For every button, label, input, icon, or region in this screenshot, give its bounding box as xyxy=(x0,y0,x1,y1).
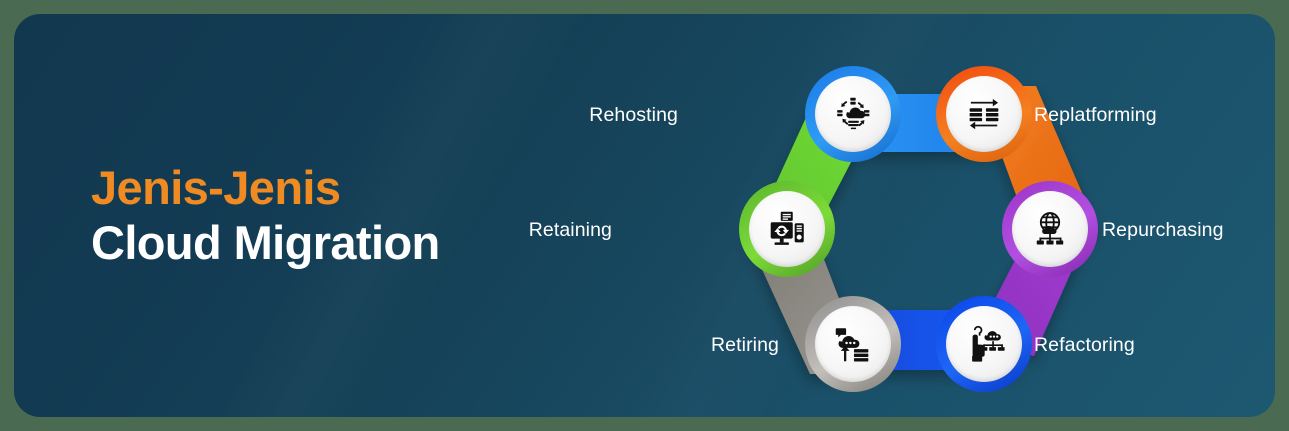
title-line-primary: Jenis-Jenis xyxy=(91,161,341,214)
cloud-migration-hexagon-diagram: Rehosting xyxy=(529,34,1274,417)
node-refactoring[interactable] xyxy=(936,296,1032,416)
node-rehosting[interactable] xyxy=(805,66,901,186)
node-label-rehosting: Rehosting xyxy=(589,104,678,126)
node-icon-disc-rehosting xyxy=(815,76,891,152)
node-label-repurchasing: Repurchasing xyxy=(1102,219,1224,241)
infographic-card: Jenis-Jenis Cloud Migration xyxy=(14,14,1275,417)
node-label-replatforming: Replatforming xyxy=(1034,104,1157,126)
node-retiring[interactable] xyxy=(805,296,901,416)
cloud-upload-servers-icon xyxy=(835,328,869,362)
node-icon-disc-retiring xyxy=(815,306,891,382)
node-label-refactoring: Refactoring xyxy=(1034,334,1135,356)
servers-transfer-arrows-icon xyxy=(969,98,999,130)
title-line-secondary: Cloud Migration xyxy=(91,215,440,269)
globe-network-nodes-icon xyxy=(1036,212,1064,245)
hand-cloud-servers-icon xyxy=(972,325,1005,362)
node-label-retaining: Retaining xyxy=(528,219,612,241)
node-retaining[interactable] xyxy=(739,181,835,301)
node-replatforming[interactable] xyxy=(936,66,1032,186)
node-icon-disc-retaining xyxy=(749,191,825,267)
page-title: Jenis-Jenis Cloud Migration xyxy=(91,161,440,269)
node-icon-disc-repurchasing xyxy=(1012,191,1088,267)
node-repurchasing[interactable] xyxy=(1002,181,1098,301)
cloud-rehost-arrows-icon xyxy=(837,97,870,130)
monitor-sync-server-icon xyxy=(770,211,804,245)
node-icon-disc-refactoring xyxy=(946,306,1022,382)
node-icon-disc-replatforming xyxy=(946,76,1022,152)
node-label-retiring: Retiring xyxy=(711,334,779,356)
